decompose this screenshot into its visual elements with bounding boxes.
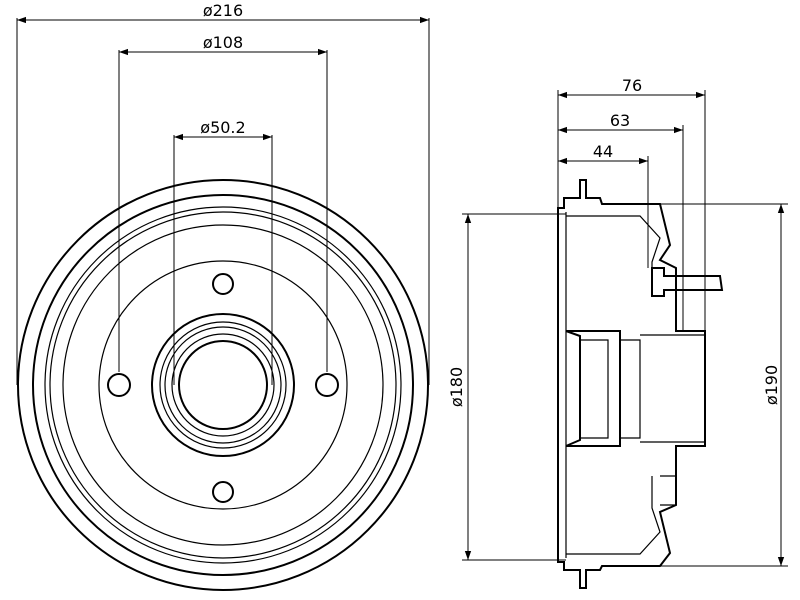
dimension-depth-mid: 63 bbox=[558, 111, 684, 331]
drum-ring-1 bbox=[44, 206, 402, 564]
front-view: ø216 ø108 ø50.2 bbox=[16, 1, 430, 591]
dimension-outer-diameter: ø216 bbox=[16, 1, 430, 385]
dimension-outer-side-diameter: ø190 bbox=[660, 203, 788, 567]
dimension-inner-diameter: ø180 bbox=[447, 213, 566, 561]
drum-ring-3 bbox=[62, 224, 384, 546]
center-bore-circle bbox=[178, 340, 268, 430]
flange-circle bbox=[98, 260, 348, 510]
upper-web bbox=[566, 215, 661, 296]
hub-section bbox=[565, 330, 621, 447]
depth-mid-label: 63 bbox=[610, 111, 630, 130]
lower-stud-stub bbox=[660, 475, 677, 506]
inner-diameter-label: ø180 bbox=[447, 367, 466, 407]
bolt-hole-left bbox=[107, 373, 131, 397]
lower-web bbox=[566, 476, 661, 555]
side-profile-outline bbox=[557, 179, 706, 589]
hub-bore-inner bbox=[580, 339, 609, 439]
bolt-circle-label: ø108 bbox=[203, 33, 243, 52]
hub-ring-1 bbox=[159, 321, 287, 449]
drum-ring-2 bbox=[49, 211, 397, 559]
depth-total-label: 76 bbox=[622, 76, 642, 95]
center-bore-label: ø50.2 bbox=[200, 118, 245, 137]
outer-diameter-label: ø216 bbox=[203, 1, 243, 20]
side-section-view: 76 63 44 ø180 ø190 bbox=[447, 76, 788, 589]
wheel-stud bbox=[651, 267, 724, 297]
dimension-depth-inner: 44 bbox=[558, 142, 649, 268]
dimension-bolt-circle: ø108 bbox=[118, 33, 328, 372]
hub-ring-3 bbox=[171, 333, 275, 437]
pin-hole-top bbox=[212, 273, 234, 295]
depth-inner-label: 44 bbox=[593, 142, 613, 161]
outer-side-diameter-label: ø190 bbox=[762, 365, 781, 405]
dimension-center-bore: ø50.2 bbox=[173, 118, 273, 385]
outer-rim-circle bbox=[17, 179, 429, 591]
pin-hole-bottom bbox=[212, 481, 234, 503]
bolt-hole-right bbox=[315, 373, 339, 397]
hub-outer-circle bbox=[151, 313, 295, 457]
dimension-depth-total: 76 bbox=[557, 76, 706, 331]
hub-ring-2 bbox=[164, 326, 282, 444]
hub-bore-outer bbox=[620, 339, 641, 439]
rim-inner-circle bbox=[32, 194, 414, 576]
